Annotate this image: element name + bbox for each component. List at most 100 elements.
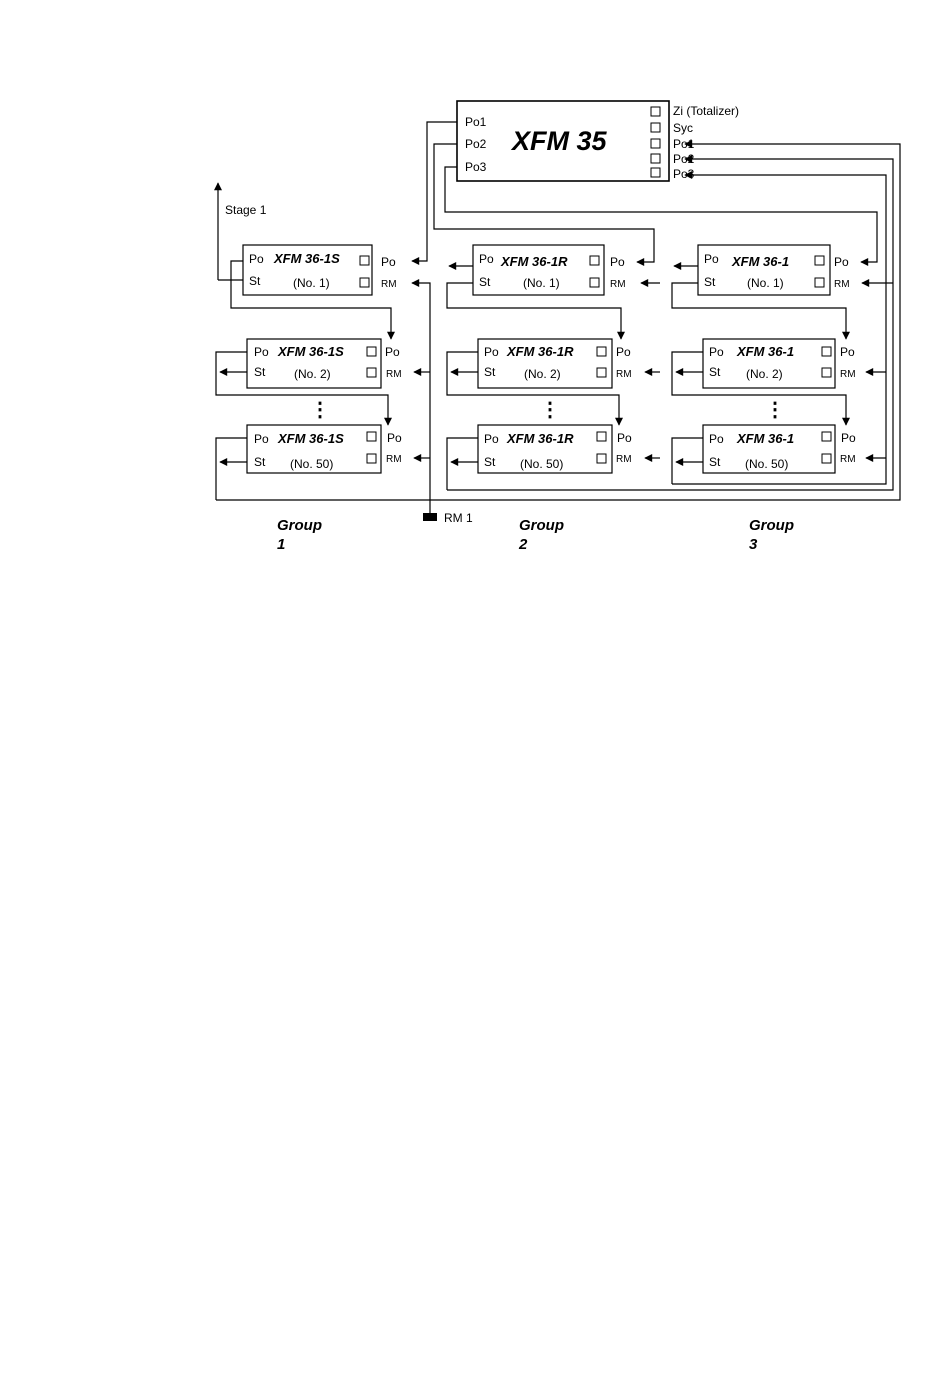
- chain-wire: [446, 282, 625, 340]
- unit-st-label: St: [254, 455, 266, 469]
- unit-rm-label: RM: [610, 279, 626, 290]
- terminal-square: [359, 255, 370, 266]
- unit-number: (No. 1): [293, 276, 330, 290]
- chain-wire: [230, 260, 395, 340]
- main-right-port-zi: Zi (Totalizer): [673, 104, 739, 118]
- wire-po3-group3: [444, 166, 878, 266]
- terminal-square: [821, 346, 832, 357]
- rm1-label: RM 1: [444, 511, 473, 525]
- terminal-square: [650, 106, 661, 117]
- unit-rm-label: RM: [381, 279, 397, 290]
- unit-number: (No. 50): [745, 457, 788, 471]
- unit-po-label: Po: [479, 252, 494, 266]
- unit-po-out-label: Po: [385, 345, 400, 359]
- unit-title: XFM 36-1: [736, 431, 794, 446]
- chain-wire: [446, 351, 623, 426]
- unit-rm-label: RM: [840, 454, 856, 465]
- unit-po-out-label: Po: [841, 431, 856, 445]
- terminal-square: [821, 453, 832, 464]
- chain-wire: [446, 437, 478, 490]
- group-2: Po XFM 36-1R St (No. 1) Po RM Po XFM 36-…: [446, 244, 660, 553]
- ellipsis-icon: ⋮: [765, 399, 785, 421]
- main-unit-title: XFM 35: [510, 126, 608, 156]
- unit-title: XFM 36-1R: [500, 254, 568, 269]
- unit-st-label: St: [479, 275, 491, 289]
- unit-box: [697, 244, 831, 296]
- terminal-square: [596, 453, 607, 464]
- unit-po-label: Po: [709, 432, 724, 446]
- chain-wire: [671, 282, 850, 340]
- group-label: Group: [277, 517, 322, 534]
- group-label: Group: [749, 517, 794, 534]
- terminal-square: [650, 122, 661, 133]
- terminal-square: [596, 346, 607, 357]
- chain-wire: [215, 437, 247, 500]
- unit-rm-label: RM: [386, 369, 402, 380]
- unit-po-label: Po: [249, 252, 264, 266]
- rm1-terminal: [423, 513, 437, 521]
- unit-rm-label: RM: [840, 369, 856, 380]
- unit-title: XFM 36-1: [731, 254, 789, 269]
- unit-po-out-label: Po: [387, 431, 402, 445]
- terminal-square: [821, 367, 832, 378]
- unit-box: [702, 338, 836, 389]
- unit-po-label: Po: [704, 252, 719, 266]
- unit-number: (No. 50): [290, 457, 333, 471]
- unit-title: XFM 36-1S: [277, 431, 344, 446]
- main-right-port-po3: Po3: [673, 167, 695, 181]
- terminal-square: [821, 431, 832, 442]
- main-left-port-1: Po1: [465, 115, 487, 129]
- unit-st-label: St: [709, 365, 721, 379]
- unit-box: [702, 424, 836, 474]
- main-left-port-2: Po2: [465, 137, 487, 151]
- unit-po-out-label: Po: [616, 345, 631, 359]
- terminal-square: [366, 367, 377, 378]
- terminal-square: [814, 277, 825, 288]
- wire-po1-group1: [411, 121, 457, 265]
- ellipsis-icon: ⋮: [540, 399, 560, 421]
- unit-po-out-label: Po: [617, 431, 632, 445]
- unit-st-label: St: [484, 365, 496, 379]
- unit-st-label: St: [254, 365, 266, 379]
- unit-po-label: Po: [254, 345, 269, 359]
- unit-po-label: Po: [484, 345, 499, 359]
- unit-box: [477, 424, 613, 474]
- unit-st-label: St: [484, 455, 496, 469]
- unit-st-label: St: [249, 274, 261, 288]
- unit-number: (No. 2): [524, 367, 561, 381]
- group-1: Po XFM 36-1S St (No. 1) Po RM Po XFM 36-…: [215, 244, 430, 553]
- unit-box: [242, 244, 373, 296]
- terminal-square: [650, 153, 661, 164]
- unit-st-label: St: [704, 275, 716, 289]
- main-right-port-syc: Syc: [673, 121, 693, 135]
- ellipsis-icon: ⋮: [310, 399, 330, 421]
- unit-po-out-label: Po: [834, 255, 849, 269]
- chain-wire: [215, 351, 392, 426]
- terminal-square: [366, 453, 377, 464]
- unit-number: (No. 1): [523, 276, 560, 290]
- unit-po-label: Po: [709, 345, 724, 359]
- unit-title: XFM 36-1: [736, 344, 794, 359]
- unit-number: (No. 1): [747, 276, 784, 290]
- group-3: Po XFM 36-1 St (No. 1) Po RM Po XFM 36-1…: [671, 244, 893, 553]
- unit-po-label: Po: [254, 432, 269, 446]
- wire-po2-group2: [433, 143, 655, 266]
- unit-po-label: Po: [484, 432, 499, 446]
- terminal-square: [596, 367, 607, 378]
- main-unit-box: [456, 100, 670, 182]
- unit-rm-label: RM: [616, 454, 632, 465]
- unit-title: XFM 36-1S: [277, 344, 344, 359]
- group-number: 2: [518, 536, 528, 553]
- wire-return-group2: [447, 155, 894, 491]
- chain-wire: [671, 437, 703, 484]
- wires-main-to-groups: RM 1: [216, 121, 901, 525]
- stage-output: Stage 1: [214, 182, 267, 281]
- unit-po-out-label: Po: [381, 255, 396, 269]
- unit-title: XFM 36-1S: [273, 251, 340, 266]
- unit-rm-label: RM: [386, 454, 402, 465]
- terminal-square: [366, 346, 377, 357]
- chain-wire: [671, 351, 850, 426]
- main-left-port-3: Po3: [465, 160, 487, 174]
- unit-box: [477, 338, 613, 389]
